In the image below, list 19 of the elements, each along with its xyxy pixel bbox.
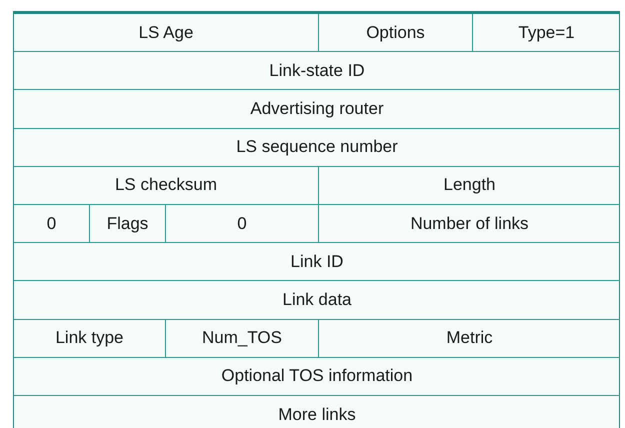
- field-label: Advertising router: [250, 98, 384, 119]
- field-label: Optional TOS information: [221, 366, 413, 386]
- field-label: LS Age: [138, 22, 194, 43]
- field-label: LS sequence number: [236, 137, 398, 158]
- field-label: Length: [444, 175, 496, 196]
- field-label: Flags: [106, 214, 148, 234]
- field-label: Number of links: [410, 214, 529, 234]
- field-label: Num_TOS: [202, 328, 282, 348]
- field-label: Link ID: [290, 252, 344, 272]
- field-label: Options: [366, 22, 425, 43]
- field-label: Link type: [55, 328, 124, 348]
- field-label: Type=1: [518, 22, 575, 43]
- field-label: Link data: [282, 290, 352, 310]
- field-label: 0: [46, 214, 56, 234]
- field-label: Link-state ID: [269, 60, 365, 81]
- field-label: LS checksum: [114, 175, 218, 196]
- field-label: More links: [278, 404, 356, 425]
- field-label: Metric: [446, 328, 493, 348]
- field-label: 0: [237, 214, 247, 234]
